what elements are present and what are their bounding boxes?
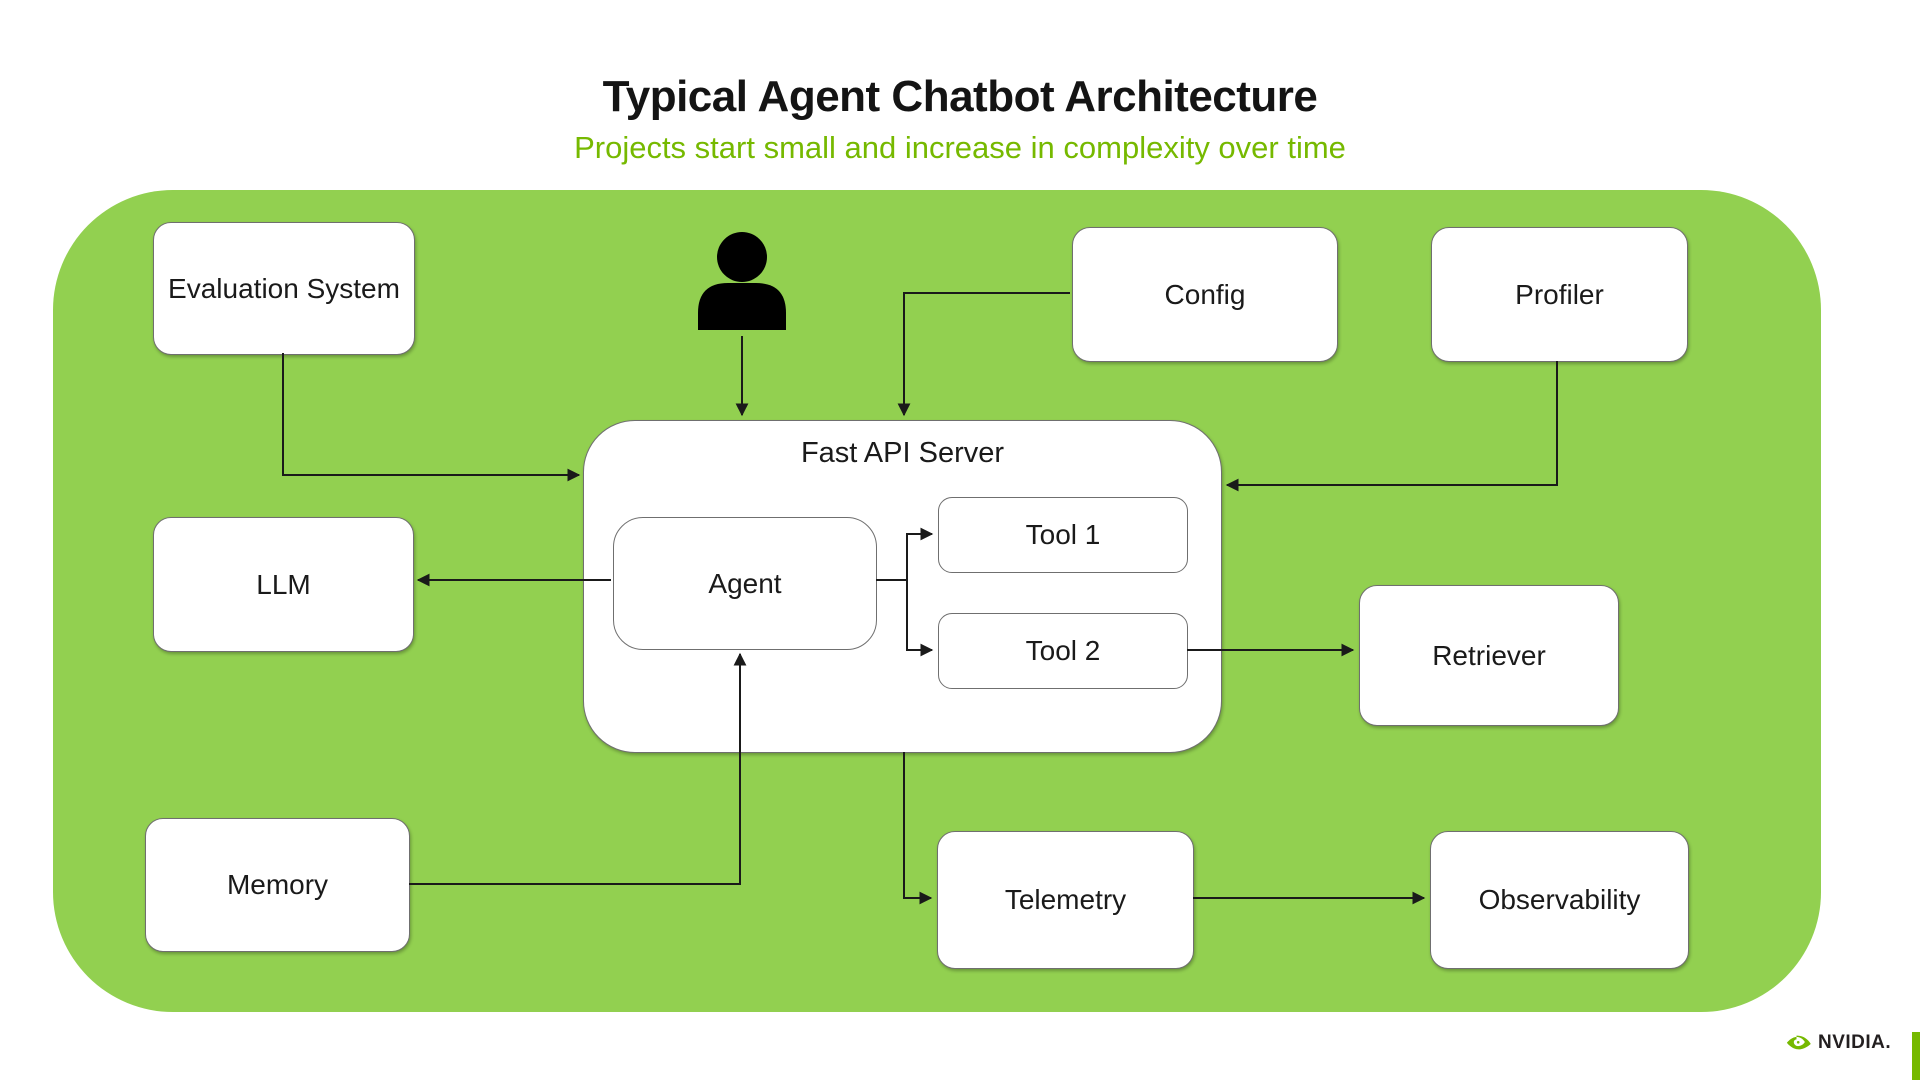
green-accent-bar	[1912, 1032, 1920, 1080]
page-subtitle: Projects start small and increase in com…	[574, 130, 1346, 165]
node-memory: Memory	[145, 818, 410, 952]
nvidia-wordmark: NVIDIA.	[1818, 1032, 1892, 1053]
node-telemetry: Telemetry	[937, 831, 1194, 969]
node-llm: LLM	[153, 517, 414, 652]
nvidia-eye-icon	[1787, 1035, 1811, 1050]
user-icon	[692, 225, 792, 335]
node-tool-2: Tool 2	[938, 613, 1188, 689]
node-config: Config	[1072, 227, 1338, 362]
page-title: Typical Agent Chatbot Architecture	[602, 72, 1318, 121]
node-retriever: Retriever	[1359, 585, 1619, 726]
fast-api-server-label: Fast API Server	[800, 437, 1005, 469]
node-profiler: Profiler	[1431, 227, 1688, 362]
node-evaluation-system: Evaluation System	[153, 222, 415, 355]
node-tool-1: Tool 1	[938, 497, 1188, 573]
node-observability: Observability	[1430, 831, 1689, 969]
nvidia-logo: NVIDIA.	[1786, 1032, 1891, 1054]
node-agent: Agent	[613, 517, 877, 650]
